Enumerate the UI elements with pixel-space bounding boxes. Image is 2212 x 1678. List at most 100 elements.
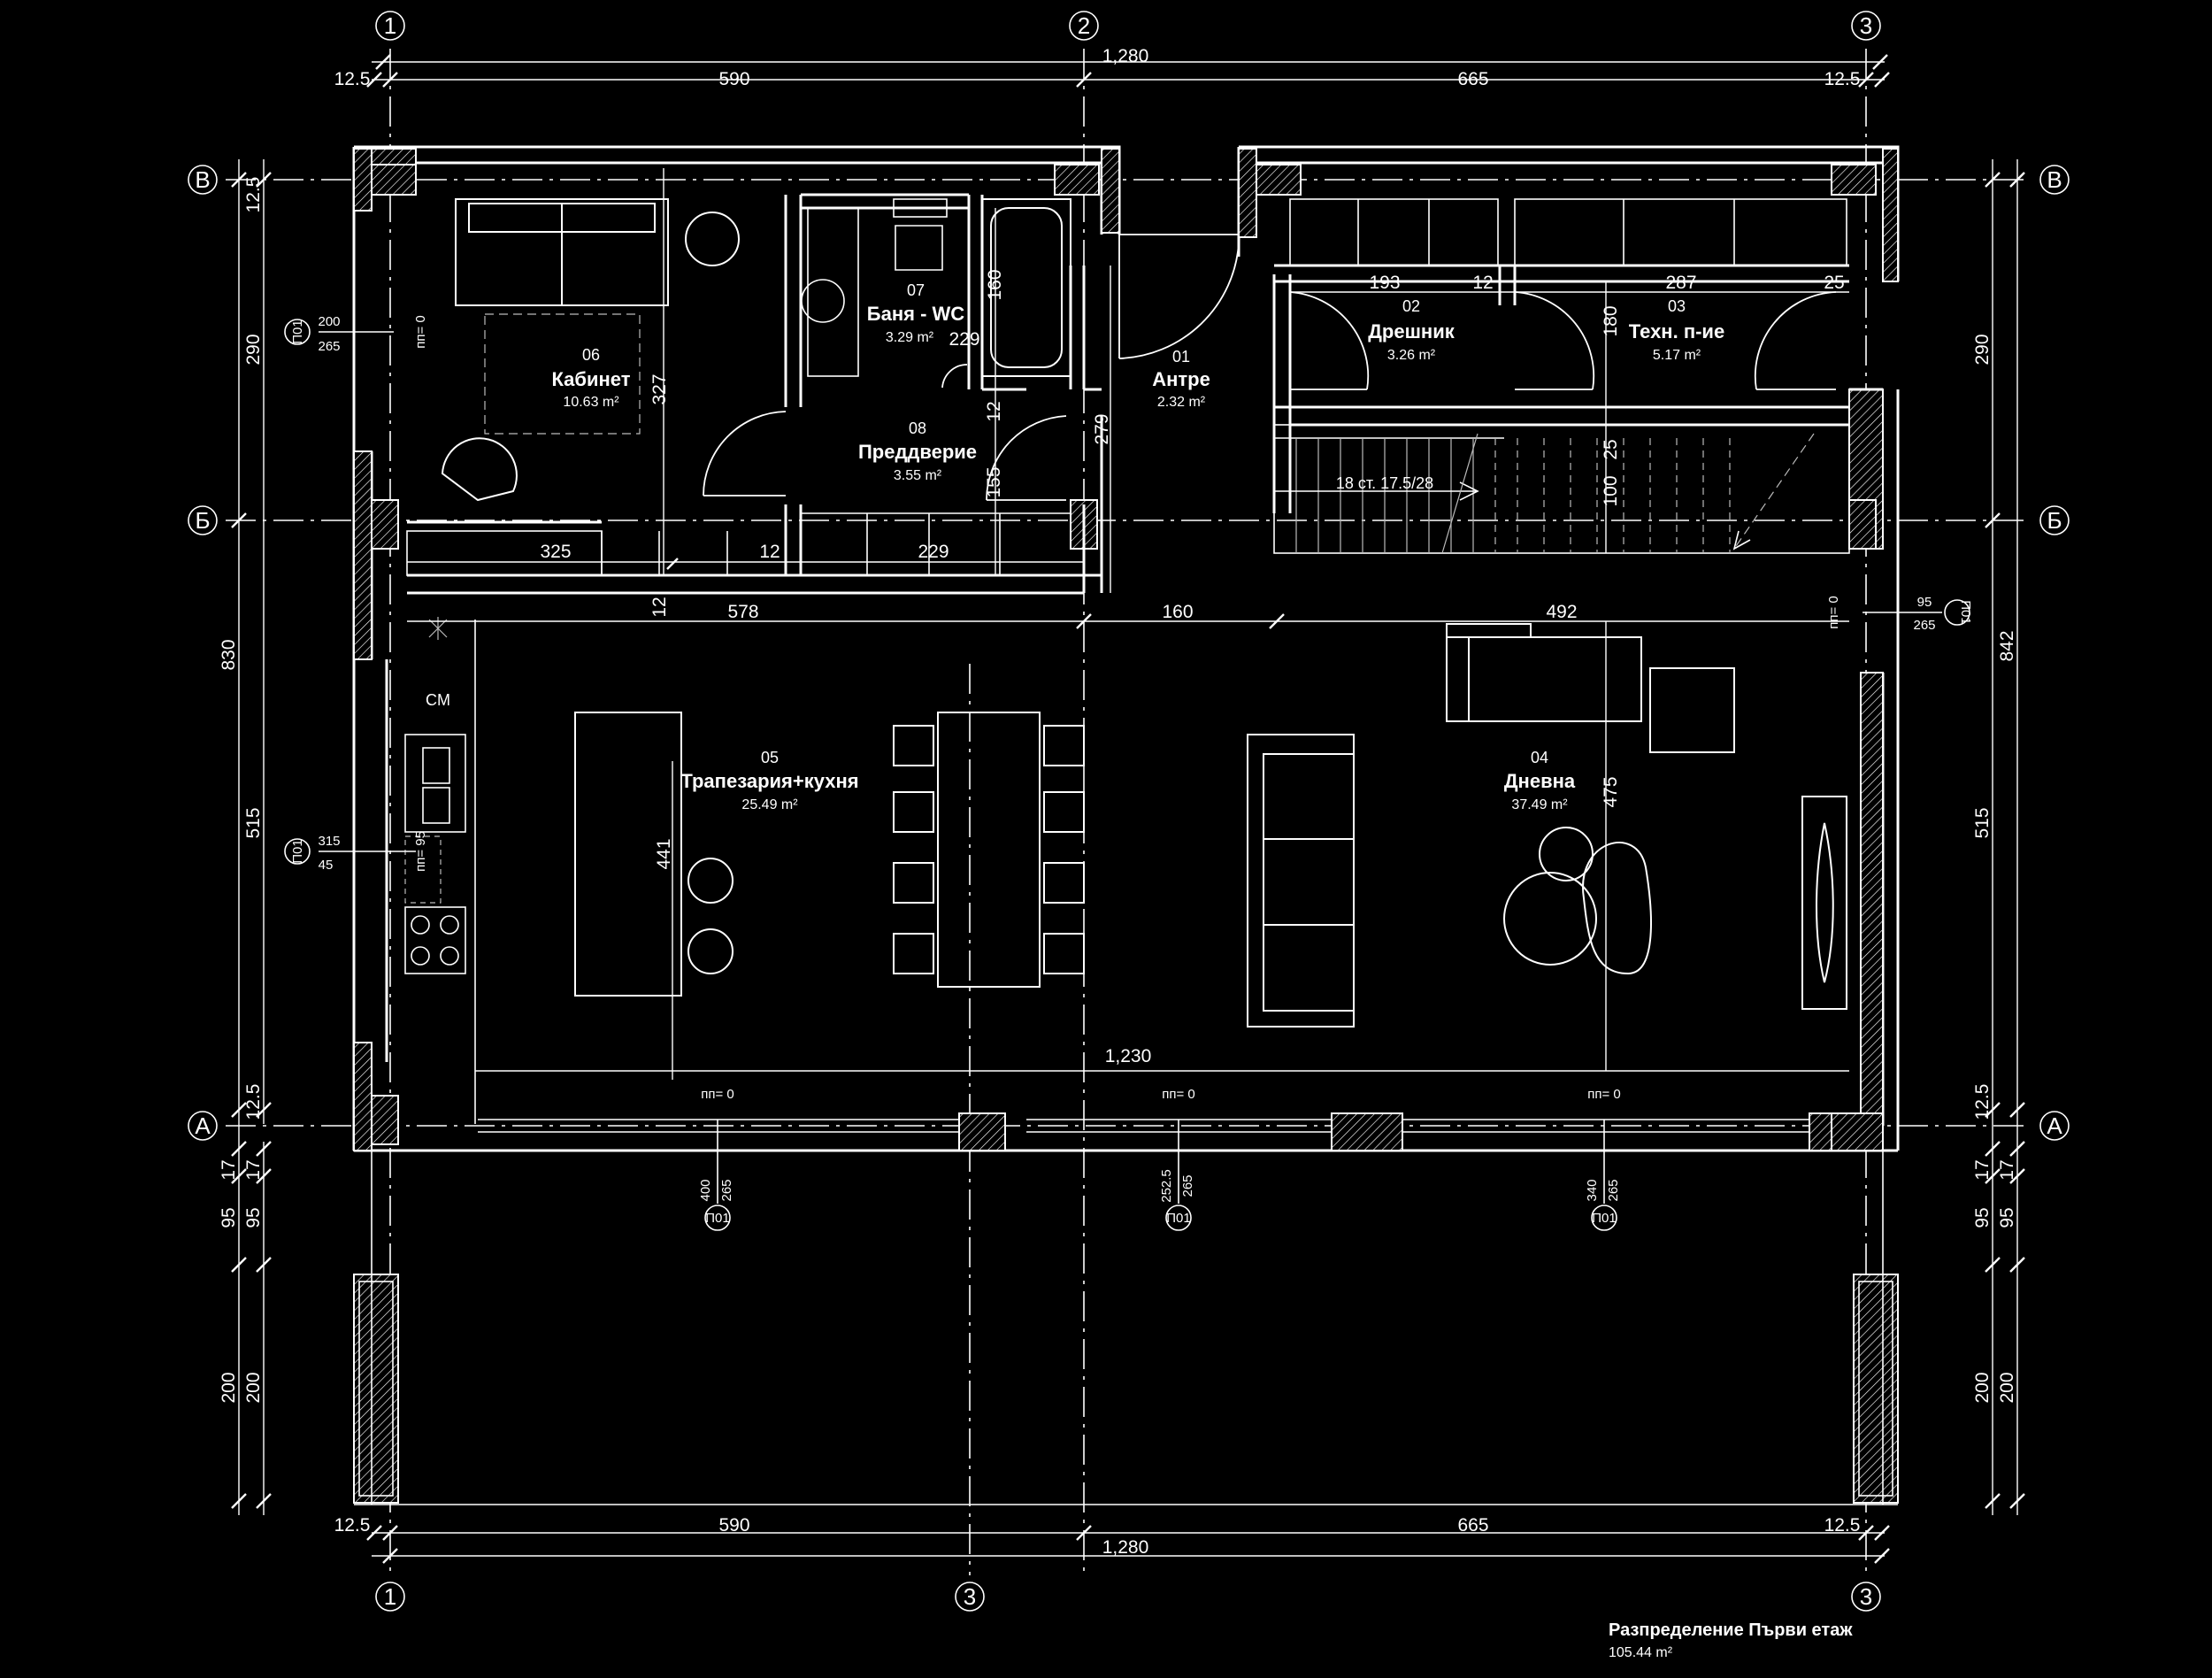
dim-int-6: 492 bbox=[1546, 602, 1577, 622]
dim-left-inner-1: 95 bbox=[243, 1207, 264, 1228]
axis-bubble-bottom-2: 3 bbox=[955, 1582, 985, 1612]
dim-left-3: 515 bbox=[243, 807, 264, 838]
room-06: 06 Кабинет 10.63 m² bbox=[551, 346, 630, 410]
dim-bottom-left-edge: 12.5 bbox=[334, 1515, 371, 1536]
dim-int-18: 279 bbox=[1092, 413, 1112, 444]
svg-text:01: 01 bbox=[1172, 348, 1190, 366]
svg-text:В: В bbox=[2047, 166, 2062, 193]
title-text: Разпределение Първи етаж bbox=[1609, 1620, 1853, 1640]
svg-text:45: 45 bbox=[319, 858, 334, 873]
window-tag-3: П01 95 265 пп= 0 bbox=[1826, 595, 1973, 633]
dim-right-1: 842 bbox=[1997, 630, 2017, 661]
svg-text:04: 04 bbox=[1531, 749, 1548, 766]
dim-int-16: 229 bbox=[949, 329, 979, 350]
axis-bubble-left-b: Б bbox=[188, 505, 218, 535]
svg-text:265: 265 bbox=[1606, 1179, 1621, 1201]
dim-int-13: 100 bbox=[1601, 475, 1621, 506]
dim-left-inner-0: 17 bbox=[243, 1159, 264, 1180]
dim-int-1: 12 bbox=[759, 542, 780, 562]
dim-bottom-total: 1,280 bbox=[1102, 1537, 1149, 1558]
room-07: 07 Баня - WC 3.29 m² bbox=[867, 281, 964, 345]
dim-int-5: 160 bbox=[1162, 602, 1193, 622]
svg-text:06: 06 bbox=[582, 346, 600, 364]
dim-int-14: 327 bbox=[649, 373, 670, 404]
dim-top-span-2: 665 bbox=[1457, 69, 1488, 89]
dim-int-15: 160 bbox=[985, 269, 1005, 300]
dim-left-6: 95 bbox=[219, 1207, 239, 1228]
svg-text:252.5: 252.5 bbox=[1159, 1169, 1174, 1203]
dim-right-inner-0: 17 bbox=[1997, 1159, 2017, 1180]
svg-text:пп= 0: пп= 0 bbox=[701, 1087, 734, 1102]
svg-text:П01: П01 bbox=[290, 319, 305, 343]
dim-right-5: 95 bbox=[1972, 1207, 1993, 1228]
stairs: 18 ст. 17.5/28 bbox=[1273, 424, 1850, 554]
svg-text:3.26 m²: 3.26 m² bbox=[1387, 348, 1436, 363]
dim-top-left-edge: 12.5 bbox=[334, 69, 371, 89]
svg-text:пп= 0: пп= 0 bbox=[413, 315, 428, 349]
svg-text:А: А bbox=[2047, 1112, 2062, 1139]
svg-text:Дневна: Дневна bbox=[1504, 770, 1576, 792]
svg-text:265: 265 bbox=[318, 339, 340, 354]
drawing-title: Разпределение Първи етаж 105.44 m² bbox=[1609, 1620, 1853, 1660]
svg-text:25.49 m²: 25.49 m² bbox=[741, 797, 798, 812]
total-area: 105.44 m² bbox=[1609, 1645, 1673, 1660]
svg-text:265: 265 bbox=[1913, 618, 1935, 633]
dim-bottom-span-2: 665 bbox=[1457, 1515, 1488, 1536]
dim-int-20: 475 bbox=[1601, 776, 1621, 807]
interior-dimensions: 325 12 229 12 578 160 492 193 12 287 25 … bbox=[407, 168, 1849, 1080]
axis-bubble-top-1: 1 bbox=[375, 11, 405, 41]
window-tag-2: П01 315 45 пп= 95 bbox=[284, 831, 428, 873]
svg-text:Дрешник: Дрешник bbox=[1368, 320, 1455, 343]
svg-text:5.17 m²: 5.17 m² bbox=[1653, 348, 1701, 363]
dim-int-0: 325 bbox=[540, 542, 571, 562]
axis-bubble-top-2: 2 bbox=[1069, 11, 1099, 41]
dim-int-4: 578 bbox=[727, 602, 758, 622]
window-tags: П01 200 265 пп= 0 П01 315 45 пп= 95 П01 … bbox=[284, 314, 1973, 1231]
svg-text:3: 3 bbox=[964, 1583, 976, 1610]
dim-right-inner-2: 200 bbox=[1997, 1372, 2017, 1403]
dim-left-1: 290 bbox=[243, 334, 264, 365]
stairs-label: 18 ст. 17.5/28 bbox=[1336, 474, 1433, 492]
window-tag-5: П01 252.5 265 пп= 0 bbox=[1159, 1087, 1195, 1231]
axis-bubble-left-v: В bbox=[188, 165, 218, 195]
axis-bubble-top-3: 3 bbox=[1851, 11, 1881, 41]
dim-right-0: 290 bbox=[1972, 334, 1993, 365]
room-04: 04 Дневна 37.49 m² bbox=[1504, 749, 1576, 812]
svg-text:пп= 0: пп= 0 bbox=[1587, 1087, 1621, 1102]
dim-int-10: 25 bbox=[1824, 273, 1844, 293]
dim-bottom-span-1: 590 bbox=[718, 1515, 749, 1536]
svg-text:3.55 m²: 3.55 m² bbox=[894, 468, 942, 483]
svg-text:315: 315 bbox=[318, 834, 340, 849]
window-tag-1: П01 200 265 пп= 0 bbox=[284, 314, 428, 354]
svg-text:3.29 m²: 3.29 m² bbox=[886, 330, 934, 345]
room-labels: 01 Антре 2.32 m² 02 Дрешник 3.26 m² 03 Т… bbox=[551, 281, 1724, 812]
dim-left-0: 12.5 bbox=[243, 177, 264, 213]
dim-top-total: 1,280 bbox=[1102, 46, 1149, 66]
svg-text:07: 07 bbox=[907, 281, 925, 299]
dim-int-3: 12 bbox=[649, 597, 670, 617]
svg-text:пп= 0: пп= 0 bbox=[1826, 596, 1841, 629]
appliance-label: CM bbox=[426, 691, 450, 709]
dim-int-19: 155 bbox=[984, 466, 1004, 497]
dim-right-6: 200 bbox=[1972, 1372, 1993, 1403]
svg-text:400: 400 bbox=[698, 1179, 713, 1201]
svg-text:1: 1 bbox=[384, 1583, 396, 1610]
dim-int-12: 25 bbox=[1601, 439, 1621, 459]
room-02: 02 Дрешник 3.26 m² bbox=[1368, 297, 1455, 363]
dim-left-2: 830 bbox=[219, 639, 239, 670]
dim-top-span-1: 590 bbox=[718, 69, 749, 89]
dim-right-inner-1: 95 bbox=[1997, 1207, 2017, 1228]
svg-text:2.32 m²: 2.32 m² bbox=[1157, 395, 1206, 410]
svg-text:П01: П01 bbox=[1592, 1211, 1616, 1226]
dim-int-2: 229 bbox=[918, 542, 949, 562]
svg-text:Кабинет: Кабинет bbox=[551, 368, 630, 390]
dim-right-4: 17 bbox=[1972, 1159, 1993, 1180]
dim-left-5: 17 bbox=[219, 1159, 239, 1180]
terrace bbox=[354, 1151, 1898, 1505]
dim-int-11: 180 bbox=[1601, 305, 1621, 336]
svg-text:02: 02 bbox=[1402, 297, 1420, 315]
svg-text:265: 265 bbox=[719, 1179, 734, 1201]
svg-text:Антре: Антре bbox=[1152, 368, 1210, 390]
svg-text:3: 3 bbox=[1860, 12, 1872, 39]
